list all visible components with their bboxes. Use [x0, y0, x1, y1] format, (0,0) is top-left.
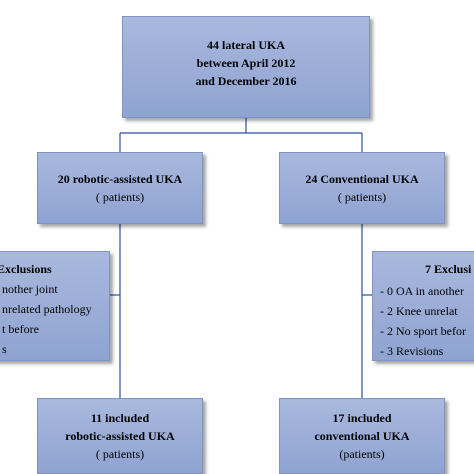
robotic-included-line-3: ( patients) — [95, 447, 145, 461]
conventional-group-box: 24 Conventional UKA ( patients) — [279, 152, 445, 224]
conventional-exclusion-item: - 2 No sport befor — [380, 324, 466, 338]
conventional-included-line-2: conventional UKA — [314, 429, 410, 443]
robotic-exclusion-item: s — [2, 342, 7, 356]
robotic-included-line-1: 11 included — [90, 411, 150, 425]
robotic-exclusions-title: Exclusions — [0, 262, 52, 276]
robotic-exclusion-item: nrelated pathology — [2, 302, 92, 316]
robotic-exclusions-box: Exclusions nother joint nrelated patholo… — [0, 251, 110, 361]
top-box: 44 lateral UKA between April 2012 and De… — [122, 16, 370, 118]
conventional-group-subtitle: ( patients) — [337, 190, 387, 204]
conventional-exclusion-item: - 3 Revisions — [380, 344, 444, 358]
conventional-exclusion-item: - 0 OA in another — [380, 284, 464, 298]
robotic-group-box: 20 robotic-assisted UKA ( patients) — [37, 152, 203, 224]
top-line-3: and December 2016 — [195, 74, 297, 88]
robotic-exclusions-list: nother joint nrelated pathology t before… — [2, 279, 92, 359]
robotic-included-box: 11 included robotic-assisted UKA ( patie… — [37, 398, 203, 474]
conventional-exclusions-box: 7 Exclusi - 0 OA in another - 2 Knee unr… — [372, 251, 474, 361]
robotic-group-subtitle: ( patients) — [95, 190, 145, 204]
robotic-exclusion-item: nother joint — [2, 282, 58, 296]
conventional-included-line-1: 17 included — [332, 411, 392, 425]
top-line-2: between April 2012 — [196, 56, 296, 70]
robotic-exclusion-item: t before — [2, 322, 39, 336]
conventional-exclusions-list: - 0 OA in another - 2 Knee unrelat - 2 N… — [380, 281, 466, 360]
conventional-group-title: 24 Conventional UKA — [305, 172, 419, 186]
conventional-included-line-3: (patients) — [339, 447, 385, 461]
conventional-exclusion-item: - 2 Knee unrelat — [380, 304, 458, 318]
top-line-1: 44 lateral UKA — [207, 38, 285, 52]
conventional-exclusions-title: 7 Exclusi — [425, 262, 472, 276]
robotic-included-line-2: robotic-assisted UKA — [65, 429, 175, 443]
robotic-group-title: 20 robotic-assisted UKA — [57, 172, 183, 186]
conventional-included-box: 17 included conventional UKA (patients) — [279, 398, 445, 474]
